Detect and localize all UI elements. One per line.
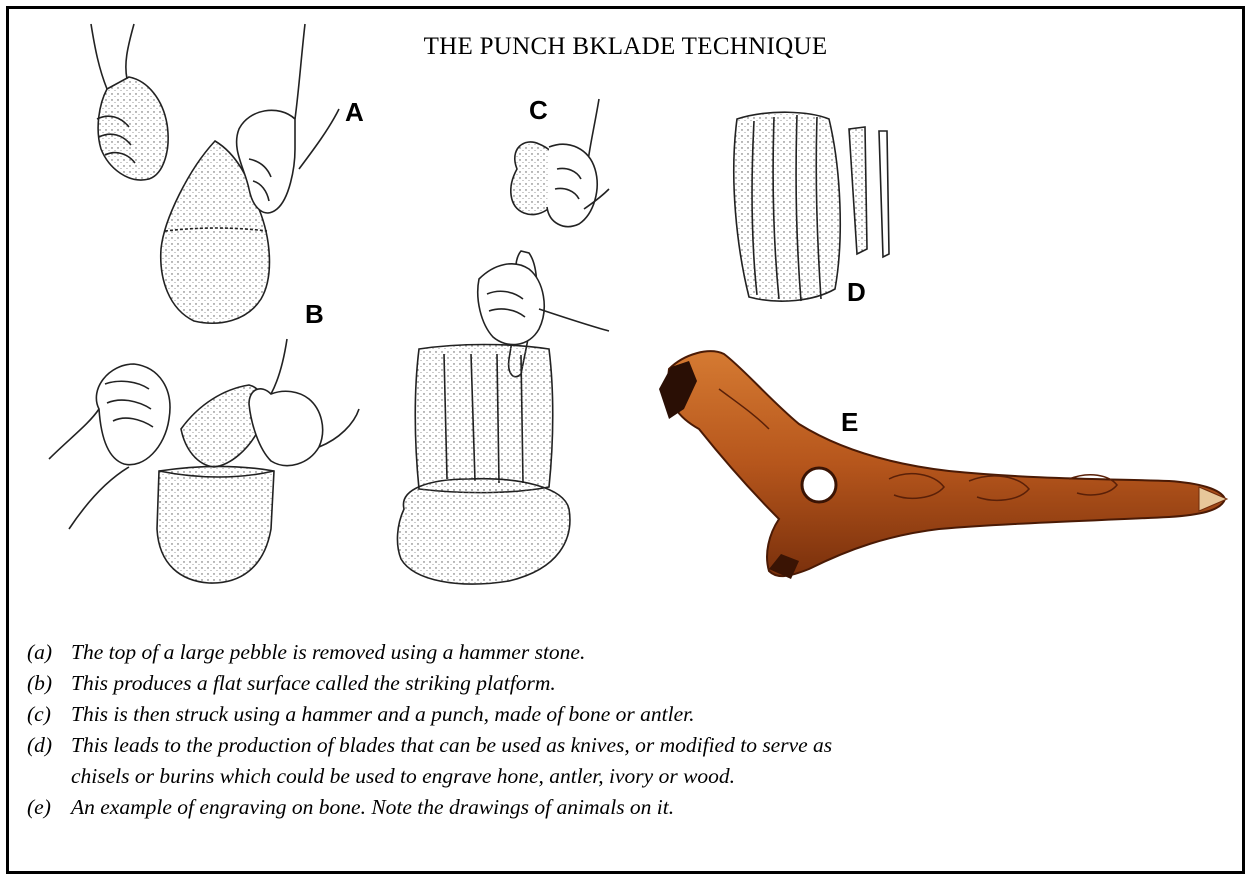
- label-e: E: [841, 407, 858, 438]
- panel-c-drawing: [397, 99, 609, 584]
- label-c: C: [529, 95, 548, 126]
- panel-d-drawing: [734, 112, 889, 301]
- label-d: D: [847, 277, 866, 308]
- illustration: [9, 9, 1242, 609]
- caption-e: (e)An example of engraving on bone. Note…: [27, 792, 1227, 823]
- caption-d: (d)This leads to the production of blade…: [27, 730, 1227, 792]
- caption-a: (a)The top of a large pebble is removed …: [27, 637, 1227, 668]
- label-a: A: [345, 97, 364, 128]
- figure-frame: THE PUNCH BKLADE TECHNIQUE: [6, 6, 1245, 874]
- label-b: B: [305, 299, 324, 330]
- caption-b: (b)This produces a flat surface called t…: [27, 668, 1227, 699]
- panel-a-drawing: [91, 24, 339, 323]
- caption-c: (c)This is then struck using a hammer an…: [27, 699, 1227, 730]
- caption-list: (a)The top of a large pebble is removed …: [27, 637, 1227, 823]
- panel-e-drawing: [659, 351, 1227, 579]
- panel-b-drawing: [49, 339, 359, 583]
